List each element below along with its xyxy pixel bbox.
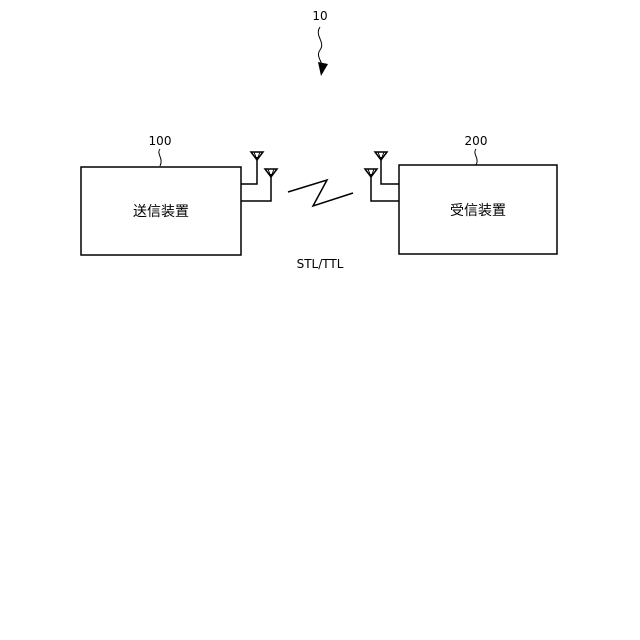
- transmitter-leader-line: [159, 149, 161, 166]
- transmitter-label: 送信装置: [133, 204, 189, 220]
- antenna-icon: [251, 152, 263, 160]
- antenna-icon: [365, 169, 377, 177]
- arrow-down-icon: [318, 27, 328, 76]
- antenna-icon: [265, 169, 277, 177]
- link-label: STL/TTL: [297, 257, 344, 271]
- receiver-ref-label: 200: [465, 134, 488, 148]
- receiver-label: 受信装置: [450, 203, 506, 219]
- wireless-link-icon: [288, 180, 353, 206]
- transmitter-device: 100 送信装置: [81, 134, 277, 255]
- transmitter-ref-label: 100: [149, 134, 172, 148]
- receiver-device: 200 受信装置: [365, 134, 557, 254]
- system-ref-label: 10: [312, 9, 327, 23]
- receiver-leader-line: [475, 149, 477, 165]
- antenna-icon: [375, 152, 387, 160]
